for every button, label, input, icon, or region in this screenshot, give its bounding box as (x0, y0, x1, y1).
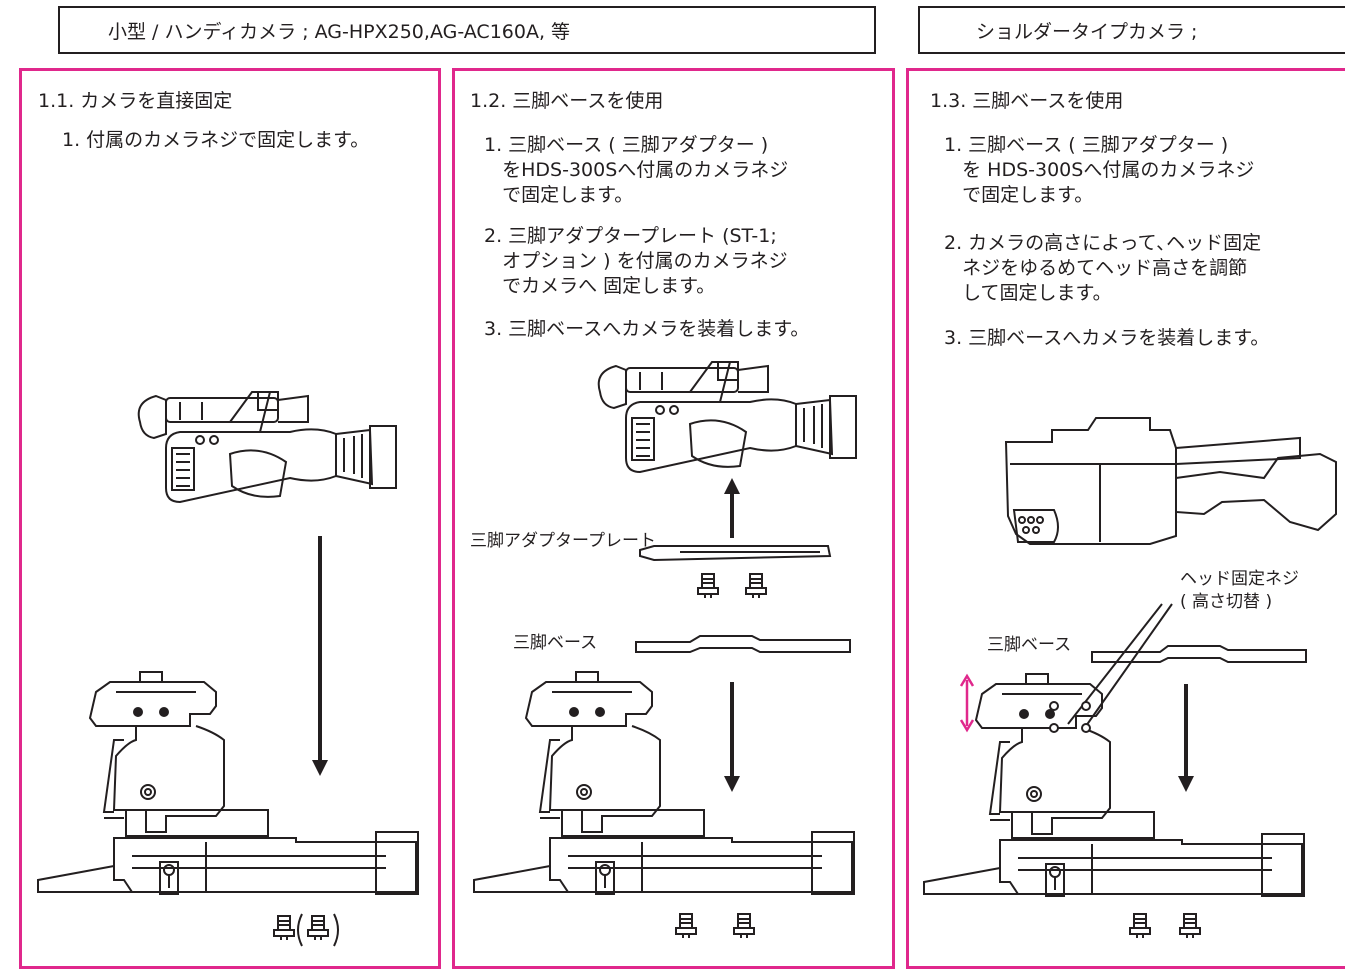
header-handy-camera-text: 小型 / ハンディカメラ ; AG-HPX250,AG-AC160A, 等 (108, 20, 571, 43)
step-1-3-2: 2. カメラの高さによって､ヘッド固定 ネジをゆるめてヘッド高さを調節 して固定… (944, 232, 1262, 304)
panel-direct-mount (19, 68, 441, 969)
step-1-3-3: 3. 三脚ベースへカメラを装着します。 (944, 327, 1270, 349)
step-1-1-1: 1. 付属のカメラネジで固定します。 (62, 129, 370, 151)
section-title-1-3: 1.3. 三脚ベースを使用 (930, 90, 1124, 112)
header-shoulder-camera: ショルダータイプカメラ ; (918, 6, 1345, 54)
step-1-2-3: 3. 三脚ベースへカメラを装着します。 (484, 318, 810, 340)
step-1-2-2: 2. 三脚アダプタープレート (ST-1; オプション ) を付属のカメラネジ … (484, 225, 788, 297)
section-title-1-1: 1.1. カメラを直接固定 (38, 90, 233, 112)
label-head-knob: ヘッド固定ネジ ( 高さ切替 ) (1180, 569, 1299, 612)
header-handy-camera: 小型 / ハンディカメラ ; AG-HPX250,AG-AC160A, 等 (58, 6, 876, 54)
label-adapter-plate: 三脚アダプタープレート (470, 531, 656, 551)
step-1-3-1: 1. 三脚ベース ( 三脚アダプター ) を HDS-300Sへ付属のカメラネジ… (944, 134, 1255, 206)
section-title-1-2: 1.2. 三脚ベースを使用 (470, 90, 664, 112)
step-1-2-1: 1. 三脚ベース ( 三脚アダプター ) をHDS-300Sへ付属のカメラネジ … (484, 134, 789, 206)
header-shoulder-camera-text: ショルダータイプカメラ ; (976, 20, 1198, 43)
label-tripod-base-handy: 三脚ベース (513, 633, 598, 653)
label-tripod-base-shoulder: 三脚ベース (987, 635, 1072, 655)
